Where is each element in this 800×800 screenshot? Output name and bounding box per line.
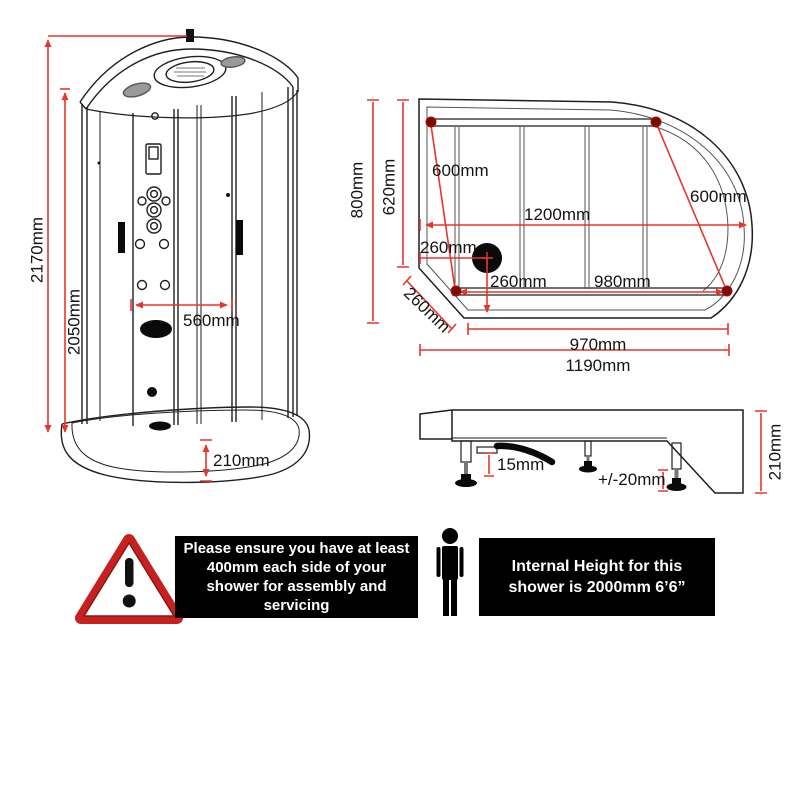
dim-plan-base-width: 970mm	[569, 335, 627, 354]
dim-plan-back-width: 980mm	[594, 272, 651, 291]
dim-cabin-tray-height: 210mm	[213, 451, 270, 470]
dim-side-foot-adjust: +/-20mm	[598, 470, 666, 489]
dim-plan-overall-depth: 800mm	[347, 161, 367, 219]
person-icon	[436, 528, 464, 616]
roller-markers	[425, 116, 733, 297]
internal-height-notice: Internal Height for this shower is 2000m…	[479, 538, 715, 616]
dim-plan-base-overall: 1190mm	[565, 356, 631, 375]
dim-plan-waste-front: 260mm	[490, 272, 547, 291]
dim-plan-left-door: 600mm	[432, 161, 489, 180]
clearance-notice: Please ensure you have at least 400mm ea…	[175, 536, 418, 618]
dim-cabin-glass-height: 2050mm	[64, 288, 84, 356]
dim-side-pipe-clearance: 15mm	[497, 455, 545, 474]
dim-side-tray-height: 210mm	[765, 423, 785, 481]
tray-side-view	[419, 409, 744, 494]
waste-pipe-shape	[493, 442, 556, 466]
door-handle-right	[236, 220, 243, 255]
dim-cabin-internal-width: 560mm	[183, 311, 240, 330]
dimension-lines	[44, 35, 767, 494]
dim-plan-internal-depth: 620mm	[379, 158, 399, 216]
tray-waste-shape	[149, 421, 171, 431]
internal-height-notice-text: Internal Height for this shower is 2000m…	[508, 558, 686, 596]
shower-cabin-drawing	[60, 29, 311, 484]
dim-plan-waste-left: 260mm	[420, 238, 477, 257]
dim-plan-overall-width: 1200mm	[524, 205, 591, 224]
warning-triangle-icon	[75, 534, 183, 624]
clearance-notice-text: Please ensure you have at least 400mm ea…	[183, 540, 410, 614]
dim-plan-right-door: 600mm	[690, 187, 747, 206]
dim-cabin-total-height: 2170mm	[27, 216, 47, 284]
door-handle-left	[118, 222, 125, 253]
seat-shape	[140, 320, 172, 338]
